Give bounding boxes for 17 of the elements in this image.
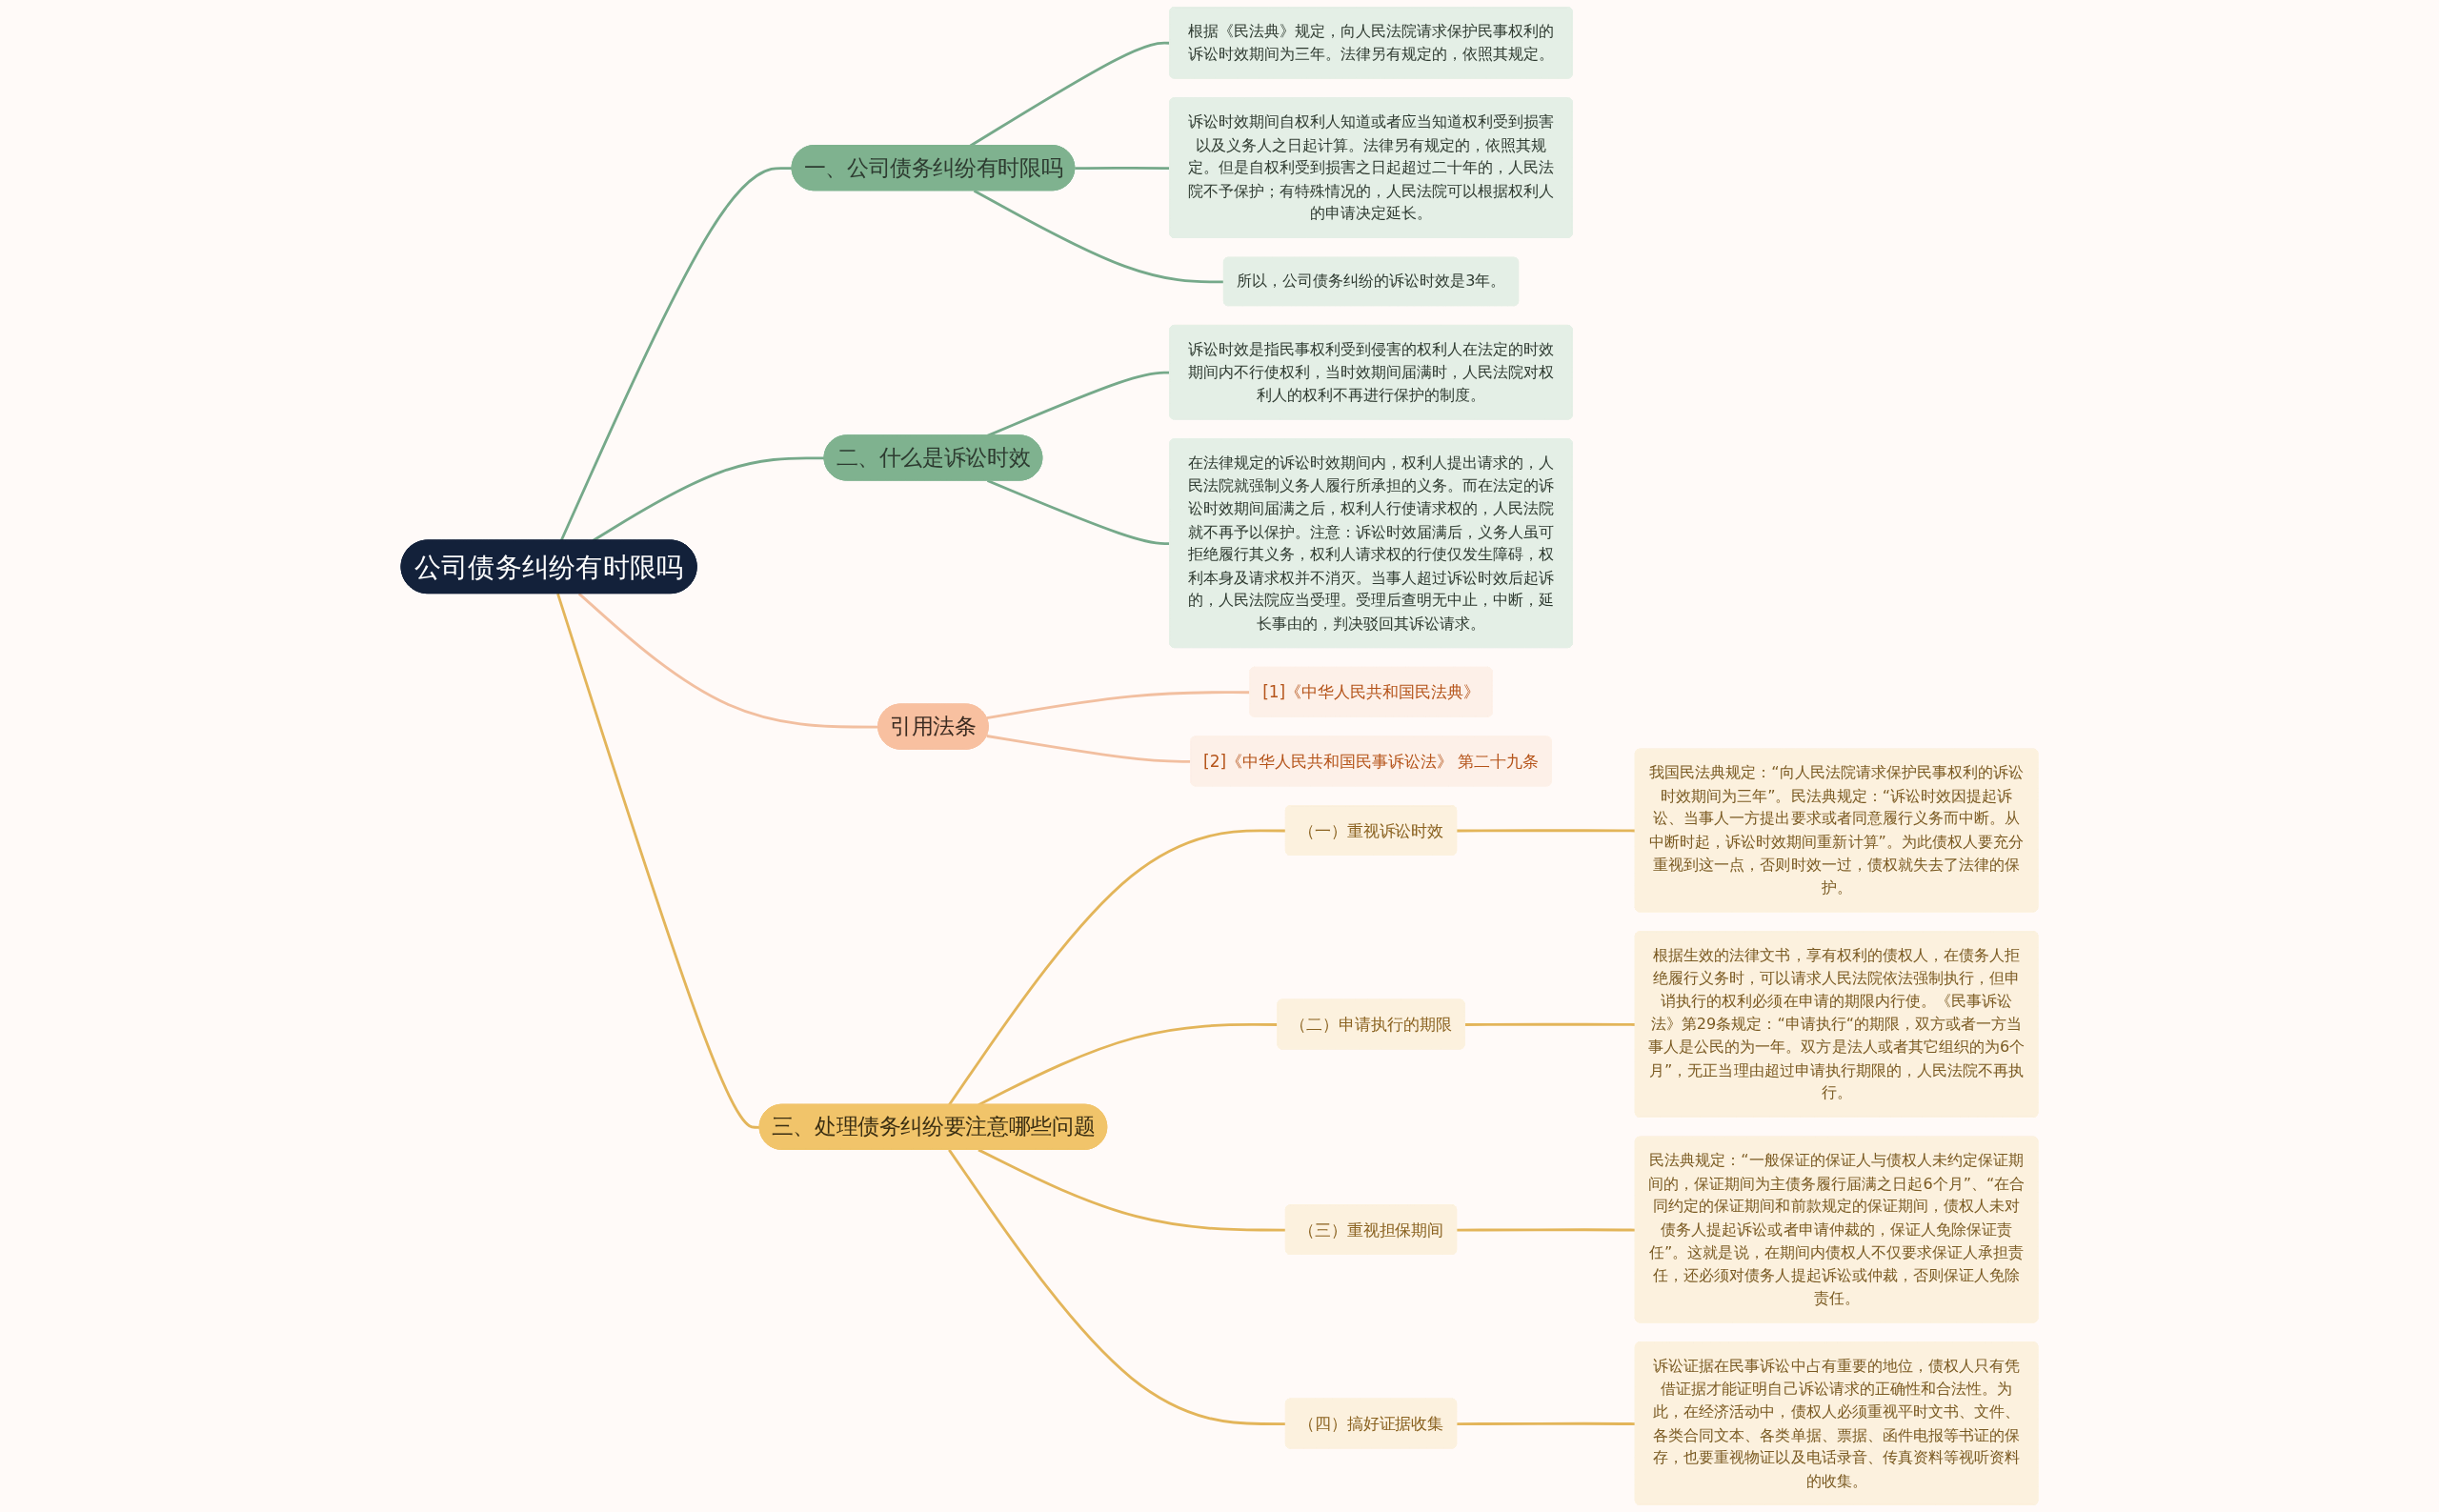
connector: [978, 1023, 1279, 1106]
connector: [986, 735, 1192, 763]
connector: [559, 167, 793, 542]
connector: [1457, 1228, 1636, 1232]
connector: [986, 479, 1171, 546]
connector: [986, 691, 1251, 720]
connector: [1457, 829, 1636, 833]
connector: [1457, 1421, 1636, 1425]
connector: [556, 593, 760, 1129]
connector: [948, 829, 1286, 1106]
connector: [592, 456, 825, 542]
connector: [973, 189, 1224, 284]
connector: [978, 1148, 1286, 1232]
connector: [1464, 1022, 1636, 1026]
connector: [1075, 166, 1171, 171]
connector: [577, 593, 879, 729]
connector: [948, 1149, 1286, 1425]
